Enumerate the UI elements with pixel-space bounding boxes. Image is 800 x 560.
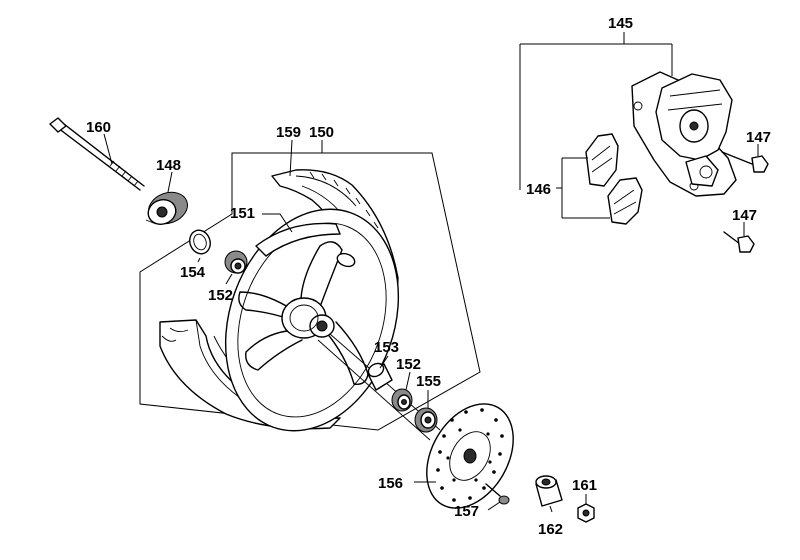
label-159: 159: [276, 124, 301, 141]
bearing-152-left: [224, 250, 248, 274]
label-156: 156: [378, 475, 403, 492]
label-145: 145: [608, 15, 633, 32]
label-151: 151: [230, 205, 255, 222]
label-152-left: 152: [208, 287, 233, 304]
label-162: 162: [538, 521, 563, 538]
axle-nut-161: [577, 503, 595, 523]
label-154: 154: [180, 264, 206, 281]
axle-collar: [145, 191, 188, 225]
brake-pad-upper: [585, 133, 619, 187]
caliper-bolt-147-upper: [721, 151, 769, 173]
label-152-right: 152: [396, 356, 421, 373]
label-150: 150: [309, 124, 334, 141]
collar-162: [535, 475, 563, 507]
leader-lines: [103, 32, 759, 513]
label-148: 148: [156, 157, 181, 174]
spacer-153: [367, 362, 393, 391]
label-155: 155: [416, 373, 441, 390]
brake-disc-156: [426, 403, 514, 509]
o-ring-154: [189, 229, 211, 255]
label-147-upper: 147: [746, 129, 771, 146]
wheel-assembly: [139, 152, 481, 441]
disc-bolt-157: [485, 483, 510, 505]
brake-caliper-assembly: [631, 71, 737, 197]
rim-guard: [255, 222, 341, 257]
rim-spokes: [238, 241, 369, 385]
label-161: 161: [572, 477, 597, 494]
label-147-lower: 147: [732, 207, 757, 224]
caliper-bolt-147-lower: [723, 231, 755, 253]
brake-pads-146: [585, 133, 643, 225]
oil-seal-155: [414, 407, 438, 433]
label-146: 146: [526, 181, 551, 198]
brake-pad-lower: [607, 177, 643, 225]
label-153: 153: [374, 339, 399, 356]
hub-bore: [316, 320, 328, 332]
tire-lower-section: [159, 319, 341, 430]
part-labels: 145 147 147 146 160 148 159 150 151 154 …: [86, 15, 771, 538]
label-157: 157: [454, 503, 479, 520]
label-160: 160: [86, 119, 111, 136]
spoke-boss: [336, 252, 356, 268]
rim-inner: [237, 222, 387, 418]
axle-bolt: [49, 117, 145, 191]
bearing-152-right: [391, 388, 413, 412]
disc-holes: [436, 408, 504, 502]
